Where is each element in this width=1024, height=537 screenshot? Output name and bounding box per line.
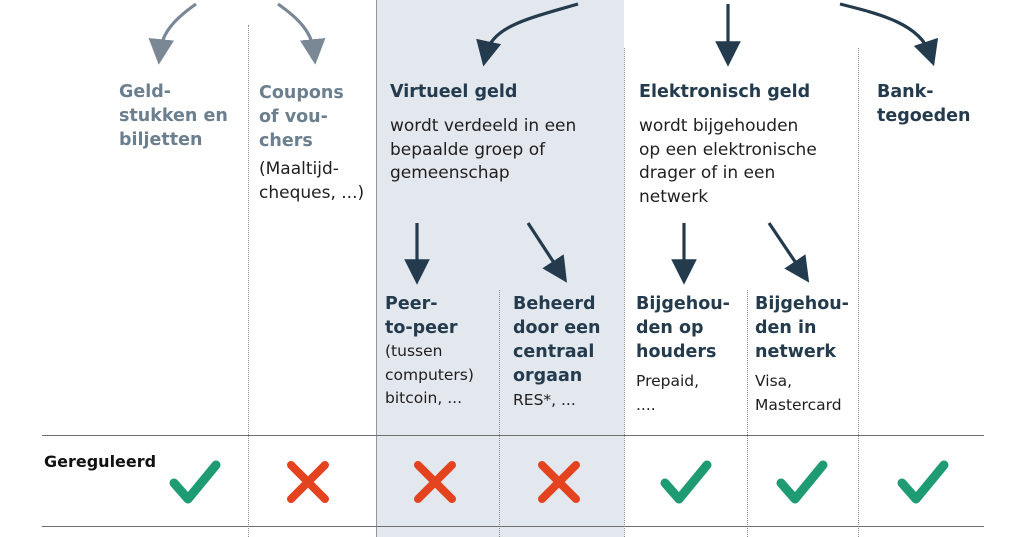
table-bottom-rule xyxy=(42,526,984,527)
virtual-heading: Virtueel geld xyxy=(390,82,518,102)
p2p-description: (tussen computers) bitcoin, ... xyxy=(385,342,474,407)
divider-electronic-bank xyxy=(858,48,859,537)
bank-heading: Bank- tegoeden xyxy=(877,82,971,126)
network-regulated-mark xyxy=(775,455,829,509)
electronic-heading: Elektronisch geld xyxy=(639,82,811,102)
coins-regulated-mark xyxy=(168,455,222,509)
central-heading: Beheerd door een centraal orgaan xyxy=(513,294,601,386)
divider-holders-network xyxy=(747,290,748,537)
virtual-money-left-border xyxy=(376,0,377,537)
p2p-regulated-mark xyxy=(408,455,462,509)
check-icon xyxy=(897,460,949,504)
p2p-heading: Peer- to-peer xyxy=(385,294,458,338)
coupons-regulated-mark xyxy=(281,455,335,509)
coupons-description: (Maaltijd- cheques, ...) xyxy=(259,159,365,203)
arrow-to-network xyxy=(767,222,810,283)
cross-icon xyxy=(538,461,580,503)
network-description: Visa, Mastercard xyxy=(755,372,842,414)
coins-heading: Geld- stukken en biljetten xyxy=(119,82,228,150)
cross-icon xyxy=(287,461,329,503)
divider-coins-coupons xyxy=(248,25,249,537)
central-description: RES*, ... xyxy=(513,391,576,409)
arrow-to-bank xyxy=(839,2,939,67)
arrow-to-virtual xyxy=(476,2,579,67)
holders-description: Prepaid, .... xyxy=(636,372,700,414)
check-icon xyxy=(169,460,221,504)
holders-regulated-mark xyxy=(659,455,713,509)
regulated-row-label: Gereguleerd xyxy=(44,452,157,471)
central-regulated-mark xyxy=(532,455,586,509)
arrow-to-central xyxy=(526,222,567,283)
coupons-heading: Coupons of vou- chers xyxy=(259,83,344,151)
table-top-rule xyxy=(42,435,984,436)
check-icon xyxy=(776,460,828,504)
virtual-description: wordt verdeeld in een bepaalde groep of … xyxy=(390,116,577,183)
bank-regulated-mark xyxy=(896,455,950,509)
arrow-to-coins xyxy=(148,2,197,65)
electronic-description: wordt bijgehouden op een elektronische d… xyxy=(639,116,817,207)
check-icon xyxy=(660,460,712,504)
cross-icon xyxy=(414,461,456,503)
network-heading: Bijgehou- den in netwerk xyxy=(755,294,849,362)
divider-virtual-electronic xyxy=(624,48,625,537)
holders-heading: Bijgehou- den op houders xyxy=(636,294,730,362)
divider-p2p-central xyxy=(499,290,500,537)
arrow-to-coupons xyxy=(277,2,326,65)
